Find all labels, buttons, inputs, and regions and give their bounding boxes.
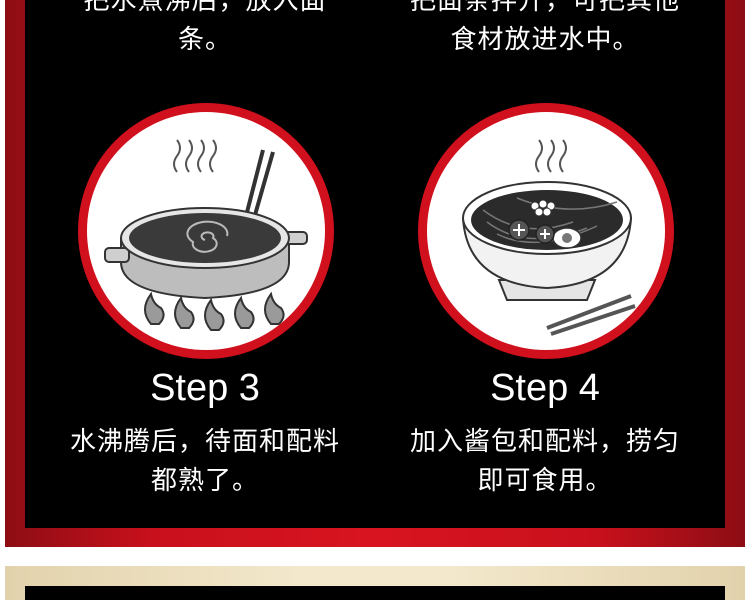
step-4-title: Step 4 xyxy=(490,367,600,409)
step-1-desc-line1: 把水煮沸后，放入面 xyxy=(83,0,327,16)
step-4-illustration xyxy=(418,103,674,359)
step-4-desc-line1: 加入酱包和配料，捞匀 xyxy=(409,427,680,457)
step-4-desc-line2: 即可食用。 xyxy=(477,466,613,496)
step-3-desc-line2: 都熟了。 xyxy=(150,466,259,496)
step-3-title: Step 3 xyxy=(150,367,260,409)
step-3-illustration xyxy=(78,103,334,359)
step-1-desc-line2: 条。 xyxy=(177,25,232,55)
noodle-bowl-icon xyxy=(461,139,636,336)
step-2-desc-line2: 食材放进水中。 xyxy=(450,25,640,55)
step-2-desc-line1: 把面条拌开，可把其他 xyxy=(409,0,680,16)
boiling-pot-icon xyxy=(104,139,308,331)
next-section-panel xyxy=(25,586,725,600)
step-3-desc-line1: 水沸腾后，待面和配料 xyxy=(69,427,340,457)
